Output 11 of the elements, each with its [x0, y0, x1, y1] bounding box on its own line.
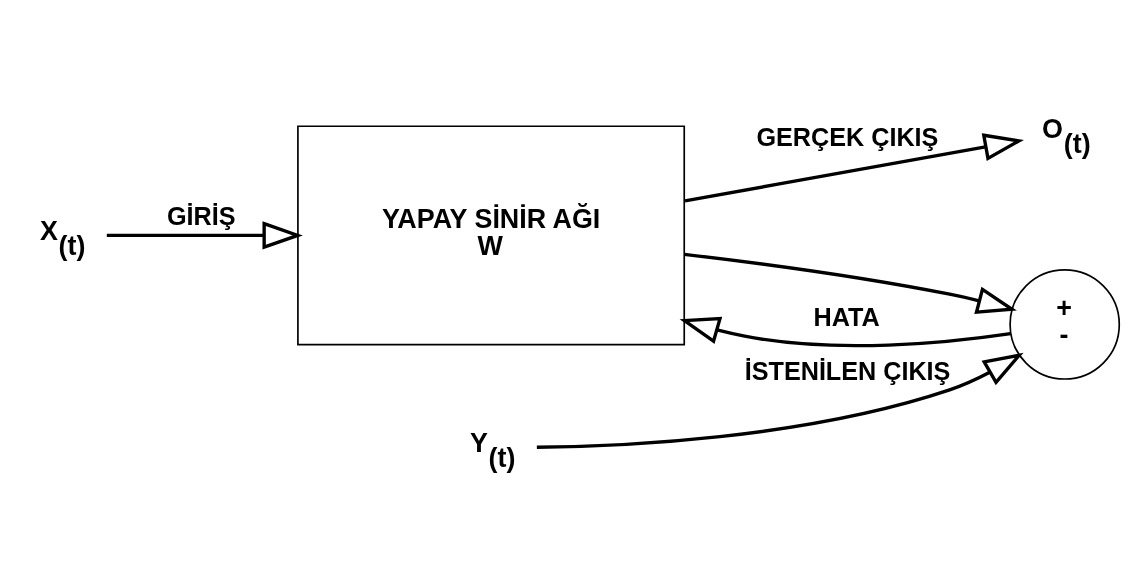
node-box: YAPAY SİNİR AĞI W [297, 124, 686, 345]
node-circle: + - [1009, 268, 1121, 380]
edge-label: GİRİŞ [166, 201, 236, 230]
edge-label: HATA [813, 302, 880, 331]
arrow [536, 352, 1024, 449]
edge-label: GERÇEK ÇIKIŞ [756, 122, 939, 151]
arrow [106, 220, 303, 250]
edge-label: İSTENİLEN ÇIKIŞ [744, 356, 951, 385]
arrow [684, 132, 1024, 202]
arrow [679, 316, 1011, 347]
arrow [684, 252, 1017, 314]
